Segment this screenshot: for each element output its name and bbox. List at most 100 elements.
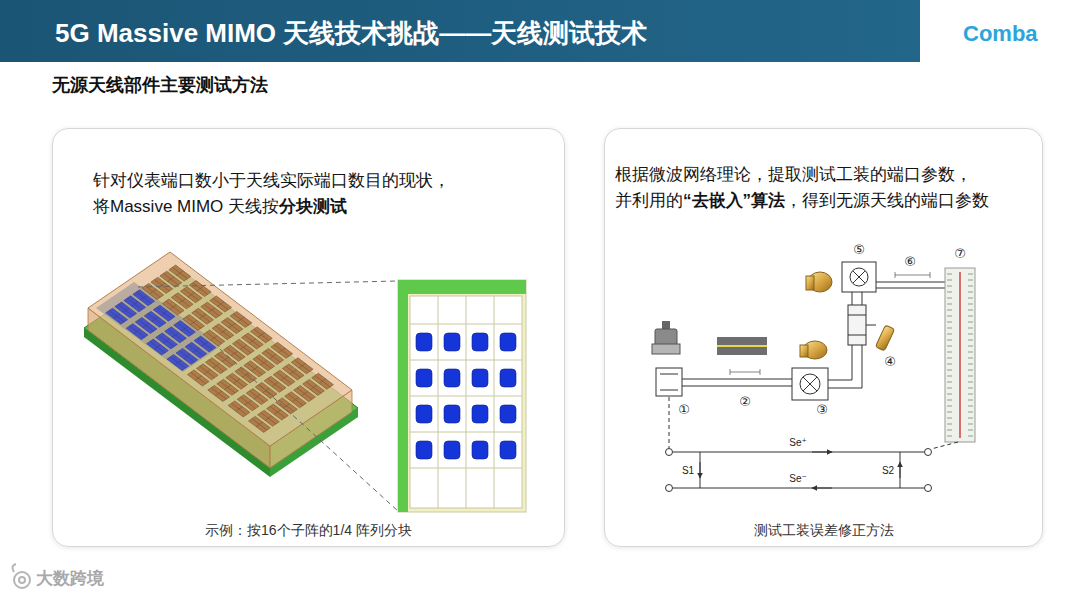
network-model bbox=[925, 485, 932, 492]
pcb-strip bbox=[945, 268, 975, 442]
watermark-icon bbox=[12, 564, 30, 588]
network-model bbox=[812, 452, 832, 453]
fixture-drawing bbox=[895, 275, 930, 276]
connector-photo bbox=[652, 344, 680, 354]
pcb-strip bbox=[947, 346, 973, 347]
pcb-strip bbox=[947, 364, 973, 365]
subarray-element bbox=[416, 369, 432, 387]
callout-number: ③ bbox=[816, 403, 828, 417]
subarray-element bbox=[500, 333, 516, 351]
pcb-strip bbox=[947, 322, 973, 323]
network-model bbox=[900, 462, 901, 478]
fixture-drawing bbox=[730, 369, 731, 375]
pcb-strip bbox=[947, 436, 973, 437]
zoom-inset bbox=[398, 280, 408, 512]
radome bbox=[88, 252, 352, 468]
pcb-strip bbox=[959, 272, 961, 438]
fixture-drawing bbox=[895, 272, 896, 278]
callout-number: ④ bbox=[884, 355, 896, 369]
body-text: 针对仪表端口数小于天线实际端口数目的现状， bbox=[93, 171, 450, 190]
zoom-inset bbox=[494, 296, 495, 508]
fixture-drawing bbox=[848, 305, 866, 345]
pcb-strip bbox=[947, 286, 973, 287]
zoom-inset bbox=[398, 280, 526, 512]
zoom-line bbox=[138, 281, 398, 511]
fixture-drawing bbox=[853, 271, 865, 283]
pcb-strip bbox=[947, 406, 973, 407]
network-model bbox=[700, 452, 701, 488]
network-model bbox=[673, 488, 924, 489]
zoom-inset bbox=[410, 360, 522, 361]
subarray-element bbox=[416, 333, 516, 459]
connector-photo bbox=[717, 337, 767, 355]
zoom-inset bbox=[438, 296, 439, 508]
pcb-strip bbox=[945, 268, 975, 442]
emphasis-text: 分块测试 bbox=[279, 197, 347, 216]
subarray-element bbox=[500, 369, 516, 387]
callout-number: ⑥ bbox=[904, 255, 916, 269]
fixture-drawing bbox=[660, 390, 678, 391]
signal-name: Se⁺ bbox=[789, 437, 807, 448]
panel-text: 并利用的“去嵌入”算法，得到无源天线的端口参数 bbox=[615, 189, 989, 212]
subarray-element bbox=[444, 405, 460, 423]
watermark-icon bbox=[14, 572, 30, 588]
subarray-element bbox=[472, 441, 488, 459]
pcb-strip bbox=[947, 412, 973, 413]
pcb-strip bbox=[947, 376, 973, 377]
pcb-strip bbox=[947, 310, 973, 311]
panel-text: 根据微波网络理论，提取测试工装的端口参数， bbox=[615, 163, 972, 186]
fixture-drawing bbox=[876, 288, 945, 289]
network-model bbox=[673, 452, 924, 453]
fixture-drawing bbox=[866, 325, 876, 326]
fixture-drawing bbox=[682, 386, 792, 387]
fixture-drawing bbox=[656, 368, 682, 396]
panel: 针对仪表端口数小于天线实际端口数目的现状，将Massive MIMO 天线按分块… bbox=[52, 128, 565, 547]
panel-caption: 示例：按16个子阵的1/4 阵列分块 bbox=[53, 522, 564, 540]
pcb-strip bbox=[947, 280, 973, 281]
zoom-inset bbox=[410, 396, 522, 397]
network-model bbox=[925, 449, 932, 456]
fixture-drawing bbox=[876, 282, 945, 283]
fixture-drawing bbox=[930, 272, 931, 278]
watermark: 大数跨境 bbox=[36, 570, 104, 589]
zoom-inset bbox=[410, 296, 522, 508]
subarray-element bbox=[500, 441, 516, 459]
zoom-inset bbox=[410, 468, 522, 469]
subarray-element bbox=[416, 405, 432, 423]
pcb-strip bbox=[947, 328, 973, 329]
fixture-drawing bbox=[800, 374, 820, 394]
subarray-element bbox=[444, 333, 460, 351]
pcb-strip bbox=[947, 430, 973, 431]
zoom-line bbox=[138, 281, 398, 287]
company-logo: Comba bbox=[963, 22, 1038, 46]
body-text: 并利用的 bbox=[615, 191, 683, 210]
network-model bbox=[666, 449, 673, 456]
zoom-inset bbox=[398, 280, 526, 512]
network-model bbox=[700, 462, 701, 478]
zoom-inset bbox=[410, 324, 522, 325]
subarray-element bbox=[416, 441, 432, 459]
zoom-inset bbox=[410, 296, 522, 508]
pcb-strip bbox=[947, 382, 973, 383]
subarray-element bbox=[472, 369, 488, 387]
fixture-drawing bbox=[848, 335, 866, 336]
connector-photo bbox=[717, 345, 767, 347]
subarray-element bbox=[472, 405, 488, 423]
callout-number: ② bbox=[739, 395, 751, 409]
fixture-drawing bbox=[660, 374, 678, 375]
watermark-icon bbox=[19, 577, 25, 583]
fixture-drawing bbox=[842, 262, 876, 292]
callout-number: ① bbox=[678, 403, 690, 417]
panel: 根据微波网络理论，提取测试工装的端口参数， 并利用的“去嵌入”算法，得到无源天线的… bbox=[604, 128, 1043, 547]
pcb-strip bbox=[947, 274, 973, 436]
body-text: 测试工装误差修正方法 bbox=[754, 522, 894, 538]
connector-photo bbox=[655, 329, 677, 346]
pcb-strip bbox=[947, 358, 973, 359]
fixture-drawing bbox=[853, 271, 865, 283]
fixture-drawing bbox=[760, 369, 761, 375]
fixture-drawing bbox=[850, 268, 868, 286]
pcb-strip bbox=[947, 424, 973, 425]
fixture-drawing bbox=[656, 262, 945, 400]
pcb-strip bbox=[947, 274, 973, 275]
